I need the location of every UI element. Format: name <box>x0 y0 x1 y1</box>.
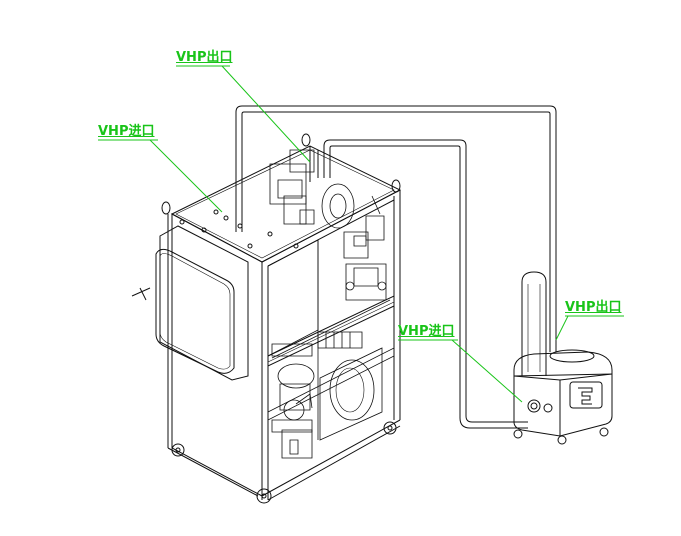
vhp-outlet-label-right: VHP出口 <box>565 300 622 315</box>
cabinet-casters <box>172 422 396 503</box>
vhp-generator <box>514 272 612 444</box>
vhp-inlet-label-left: VHP进口 <box>98 124 155 139</box>
valve-rail <box>272 300 390 358</box>
pump-assembly <box>346 264 386 300</box>
vhp-inlet-label-center: VHP进口 <box>398 324 455 339</box>
vhp-outlet-label-top: VHP出口 <box>176 50 233 65</box>
inlet-hose <box>324 140 528 428</box>
outlet-hose <box>236 106 556 352</box>
callout-lines <box>98 66 624 402</box>
lower-components <box>272 364 314 458</box>
chamber-door <box>132 226 248 380</box>
top-components <box>270 150 384 258</box>
sterilizer-cabinet <box>162 134 400 500</box>
